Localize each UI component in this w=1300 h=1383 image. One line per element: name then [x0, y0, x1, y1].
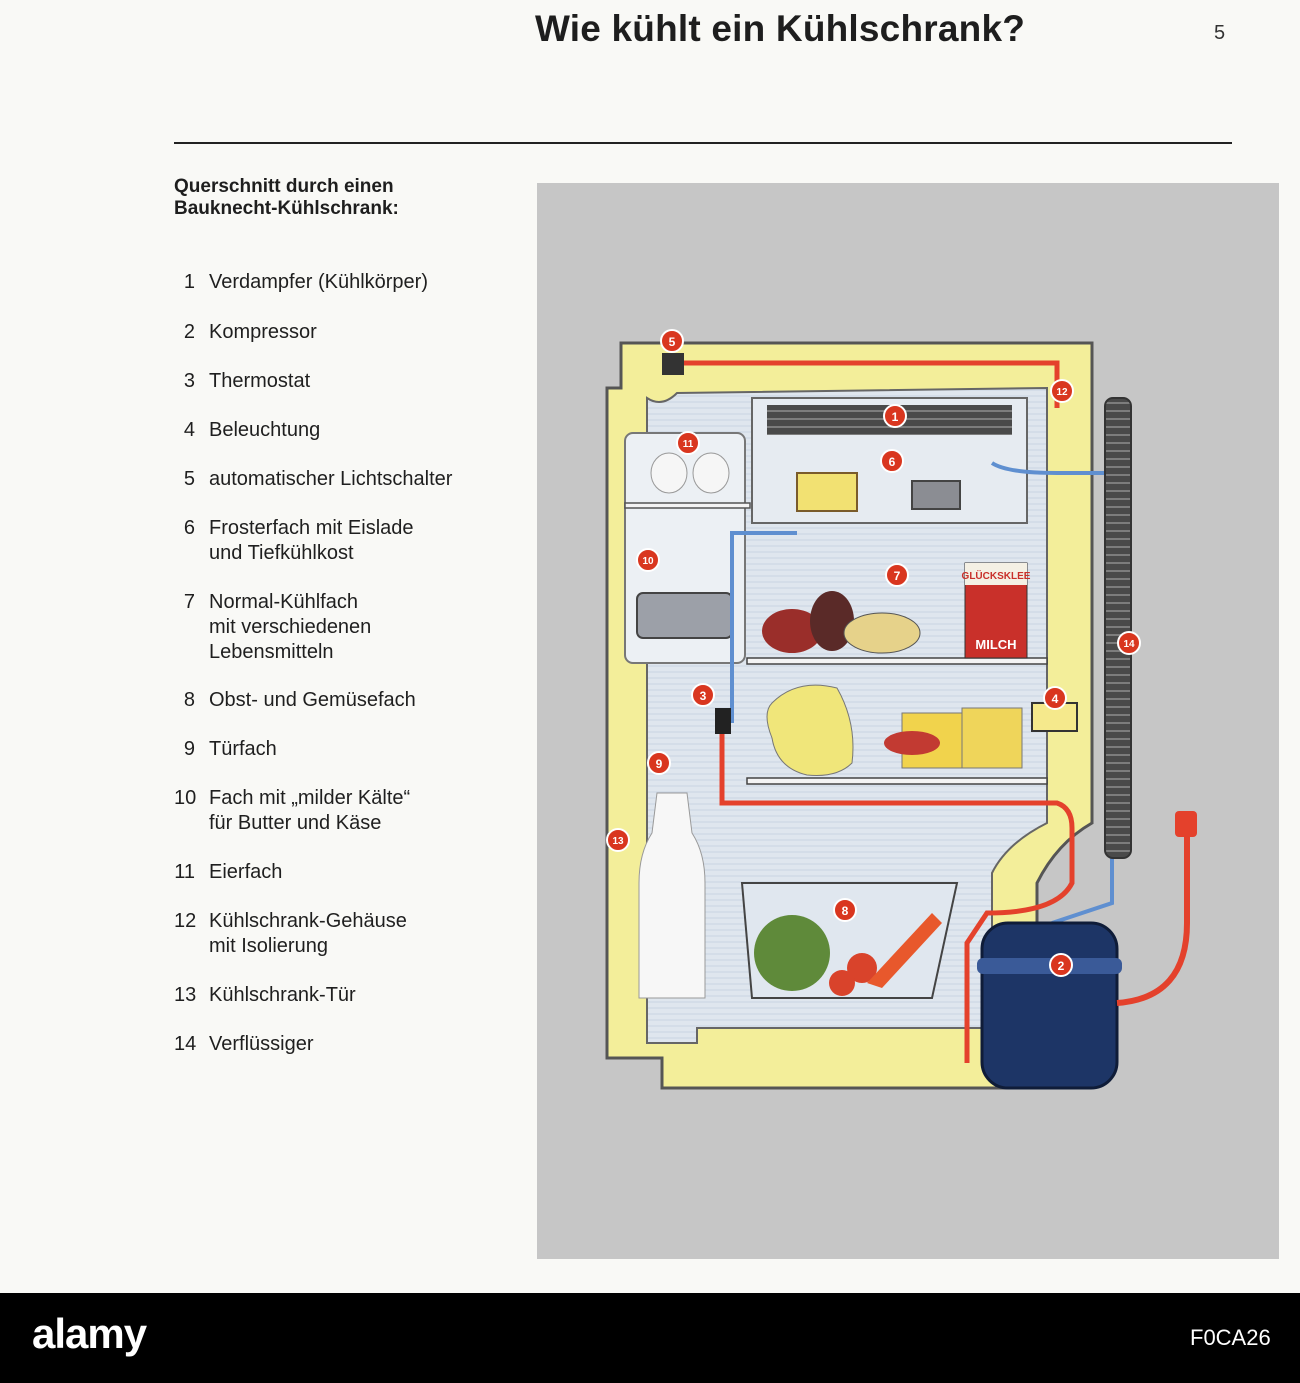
- tomato: [829, 970, 855, 996]
- milk-bottle: [638, 792, 706, 999]
- legend-number: 13: [174, 984, 197, 1006]
- legend-number: 14: [174, 1033, 197, 1055]
- shelf: [746, 657, 1048, 665]
- legend-number: 3: [183, 370, 195, 392]
- milk-brand-text: GLÜCKSKLEE: [962, 569, 1031, 582]
- legend-label: automatischer Lichtschalter: [209, 468, 453, 490]
- fridge-cross-section-illustration: GLÜCKSKLEE MILCH 1 2: [537, 183, 1279, 1259]
- callout-3: 3: [691, 683, 715, 707]
- door-shelf: [624, 502, 751, 509]
- page-title: Wie kühlt ein Kühlschrank?: [534, 8, 1026, 49]
- legend-label: Frosterfach mit Eislade und Tiefkühlkost: [209, 517, 414, 564]
- legend-number: 12: [174, 910, 197, 932]
- image-code: F0CA26: [1190, 1325, 1271, 1350]
- carrots: [867, 913, 942, 988]
- legend-label: Kühlschrank-Tür: [209, 984, 356, 1006]
- callout-7-text: 7: [894, 569, 901, 583]
- condenser: [1104, 397, 1132, 859]
- callout-2-text: 2: [1058, 959, 1065, 973]
- tomato: [847, 953, 877, 983]
- cabbage: [754, 915, 830, 991]
- shelf: [746, 777, 1048, 785]
- legend-number: 11: [174, 861, 195, 883]
- legend-label: Kühlschrank-Gehäuse mit Isolierung: [209, 910, 407, 957]
- legend-label: Obst- und Gemüsefach: [209, 689, 416, 711]
- callout-9: 9: [647, 751, 671, 775]
- callout-5: 5: [660, 329, 684, 353]
- callout-14-text: 14: [1123, 639, 1135, 650]
- legend-label: Eierfach: [209, 861, 283, 883]
- callout-6: 6: [880, 449, 904, 473]
- callout-11: 11: [676, 431, 700, 455]
- legend-label: Normal-Kühlfach mit verschiedenen Lebens…: [209, 591, 372, 663]
- legend-label: Kompressor: [209, 321, 317, 343]
- sausage: [762, 609, 822, 653]
- callout-8-text: 8: [842, 904, 849, 918]
- callout-3-text: 3: [700, 689, 707, 703]
- refrigerant-line-cold: [990, 461, 1114, 925]
- callout-14: 14: [1117, 631, 1141, 655]
- cheese-wedge: [961, 707, 1023, 769]
- legend-number: 10: [174, 787, 197, 809]
- callout-9-text: 9: [656, 757, 663, 771]
- callout-12-text: 12: [1056, 387, 1068, 398]
- callout-13-text: 13: [612, 836, 624, 847]
- legend-number: 9: [183, 738, 195, 760]
- legend-label: Türfach: [209, 738, 277, 760]
- legend-number: 1: [183, 271, 195, 293]
- salami-roll: [884, 731, 940, 755]
- legend-heading-text: Querschnitt durch einen Bauknecht-Kühlsc…: [174, 176, 399, 219]
- callout-1: 1: [883, 404, 907, 428]
- butter-dish: [636, 592, 733, 639]
- watermark-logo: alamy: [32, 1310, 147, 1357]
- legend-heading: Querschnitt durch einen Bauknecht-Kühlsc…: [174, 176, 399, 220]
- callout-4-text: 4: [1052, 692, 1059, 706]
- callout-10-text: 10: [642, 556, 654, 567]
- callout-7: 7: [885, 563, 909, 587]
- callout-6-text: 6: [889, 455, 896, 469]
- legend-label: Thermostat: [209, 370, 311, 392]
- legend-number: 4: [183, 419, 195, 441]
- light-switch: [662, 353, 684, 375]
- legend-number: 5: [183, 468, 195, 490]
- legend-number: 2: [183, 321, 195, 343]
- refrigerant-line-cold: [730, 531, 797, 723]
- compressor: [980, 921, 1119, 1090]
- watermark-footer: [0, 1293, 1300, 1383]
- header-rule: [174, 142, 1232, 144]
- egg: [692, 452, 730, 494]
- ice-tray: [911, 480, 961, 510]
- legend-number: 7: [183, 591, 195, 613]
- fridge-diagram-svg: GLÜCKSKLEE MILCH 1 2: [605, 329, 1197, 1090]
- power-cable: [1116, 833, 1190, 1006]
- fish: [843, 612, 921, 654]
- power-plug: [1175, 811, 1197, 837]
- callout-2: 2: [1049, 953, 1073, 977]
- callout-10: 10: [636, 548, 660, 572]
- legend-label: Verflüssiger: [209, 1033, 314, 1055]
- legend-number: 8: [183, 689, 195, 711]
- jug: [766, 684, 854, 776]
- milk-label-text: MILCH: [975, 637, 1016, 652]
- egg: [650, 452, 688, 494]
- refrigerant-line-hot: [719, 723, 1075, 1063]
- salami: [810, 591, 854, 651]
- legend-label: Fach mit „milder Kälte“ für Butter und K…: [209, 787, 411, 834]
- callout-8: 8: [833, 898, 857, 922]
- callout-12: 12: [1050, 379, 1074, 403]
- callout-1-text: 1: [892, 410, 899, 424]
- legend-number: 6: [183, 517, 195, 539]
- callout-11-text: 11: [683, 439, 694, 450]
- milk-carton-top: [965, 563, 1027, 585]
- thermostat: [715, 708, 731, 734]
- callout-5-text: 5: [669, 335, 676, 349]
- callout-4: 4: [1043, 686, 1067, 710]
- frozen-food-pack: [796, 472, 858, 512]
- callout-13: 13: [606, 828, 630, 852]
- page-number: 5: [1214, 22, 1226, 44]
- legend-label: Beleuchtung: [209, 419, 321, 441]
- legend-label: Verdampfer (Kühlkörper): [209, 271, 428, 293]
